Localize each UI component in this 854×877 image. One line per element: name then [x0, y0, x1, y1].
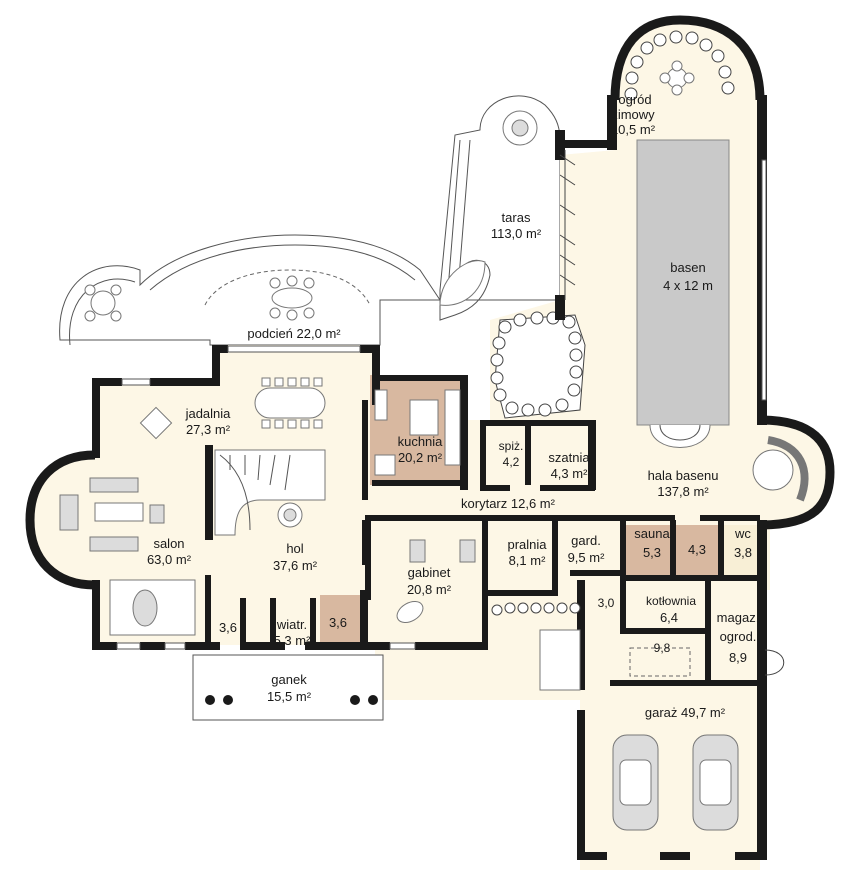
magaz-label-2: ogrod.	[720, 629, 757, 644]
basen-label: basen	[670, 260, 705, 275]
room-labels: ogród zimowy 10,5 m² taras 113,0 m² base…	[147, 92, 759, 720]
jadalnia-area: 27,3 m²	[186, 422, 231, 437]
small36a-area: 3,6	[219, 620, 237, 635]
kuchnia-label: kuchnia	[398, 434, 444, 449]
gard-label: gard.	[571, 533, 601, 548]
terrace-table-podcien	[269, 275, 315, 321]
hala-label: hala basenu	[648, 468, 719, 483]
gabinet-desk	[396, 539, 476, 623]
small30-area: 3,0	[598, 596, 615, 610]
ganek-label: ganek	[271, 672, 307, 687]
sauna-area: 5,3	[643, 545, 661, 560]
salon-furniture	[59, 477, 196, 636]
jadalnia-label: jadalnia	[185, 406, 232, 421]
sauna-floor	[625, 525, 675, 575]
pool	[636, 139, 730, 426]
terrace-leaf-planter	[439, 260, 486, 306]
szatnia-area: 4,3 m²	[551, 466, 589, 481]
kotlownia-label: kotłownia	[646, 594, 696, 608]
taras-label: taras	[502, 210, 531, 225]
small98-area: 9,8	[654, 641, 671, 655]
entrance-steps	[539, 629, 581, 691]
salon-area: 63,0 m²	[147, 552, 192, 567]
pralnia-label: pralnia	[507, 537, 547, 552]
ogrod-label-2: zimowy	[611, 107, 655, 122]
taras-area: 113,0 m²	[491, 226, 542, 241]
hol-label: hol	[286, 541, 303, 556]
wc-area: 3,8	[734, 545, 752, 560]
sauna-label: sauna	[634, 526, 670, 541]
windows	[116, 159, 767, 650]
jadalnia-small-table	[139, 406, 173, 440]
hol-area: 37,6 m²	[273, 558, 318, 573]
planter-island	[490, 311, 586, 419]
pralnia-area: 8,1 m²	[509, 553, 547, 568]
terrace-table-left	[84, 284, 122, 322]
ogrod-area: 10,5 m²	[611, 122, 656, 137]
salon-label: salon	[153, 536, 184, 551]
terrace-glazing	[559, 150, 576, 300]
basen-dims: 4 x 12 m	[663, 278, 713, 293]
bath-floor-small	[320, 595, 365, 645]
car-right	[692, 734, 739, 831]
kotlownia-area: 6,4	[660, 610, 678, 625]
gabinet-label: gabinet	[408, 565, 451, 580]
wiatr-label: wiatr.	[276, 617, 307, 632]
magaz-area: 8,9	[729, 650, 747, 665]
magaz-door	[764, 649, 785, 676]
jacuzzi-area	[752, 415, 835, 530]
kuchnia-area: 20,2 m²	[398, 450, 443, 465]
hala-area: 137,8 m²	[657, 484, 709, 499]
szatnia-label: szatnia	[548, 450, 590, 465]
korytarz-label: korytarz 12,6 m²	[461, 496, 556, 511]
terrace-round-plant	[502, 110, 538, 146]
garage-stairs	[629, 647, 691, 677]
shower-area: 4,3	[688, 542, 706, 557]
hol-table	[277, 502, 303, 528]
garaz-label: garaż 49,7 m²	[645, 705, 726, 720]
pool-steps	[649, 424, 711, 448]
wiatr-area: 5,3 m²	[274, 633, 312, 648]
ganek-area: 15,5 m²	[267, 689, 312, 704]
spiz-label: spiż.	[499, 439, 524, 453]
winter-garden	[610, 15, 765, 101]
gabinet-area: 20,8 m²	[407, 582, 452, 597]
staircase	[214, 449, 326, 536]
ogrod-label-1: ogród	[618, 92, 651, 107]
shower-floor	[675, 525, 720, 580]
kitchen-furniture	[374, 389, 461, 476]
magaz-label-1: magaz.	[717, 610, 760, 625]
gard-area: 9,5 m²	[568, 550, 606, 565]
ganek-porch	[192, 654, 384, 721]
wc-label: wc	[734, 526, 751, 541]
small36b-area: 3,6	[329, 615, 347, 630]
podcien-label: podcień 22,0 m²	[247, 326, 341, 341]
garden-planter-small	[491, 602, 581, 616]
spiz-area: 4,2	[503, 455, 520, 469]
walls	[25, 95, 767, 860]
dining-table	[254, 377, 326, 429]
car-left	[612, 734, 659, 831]
